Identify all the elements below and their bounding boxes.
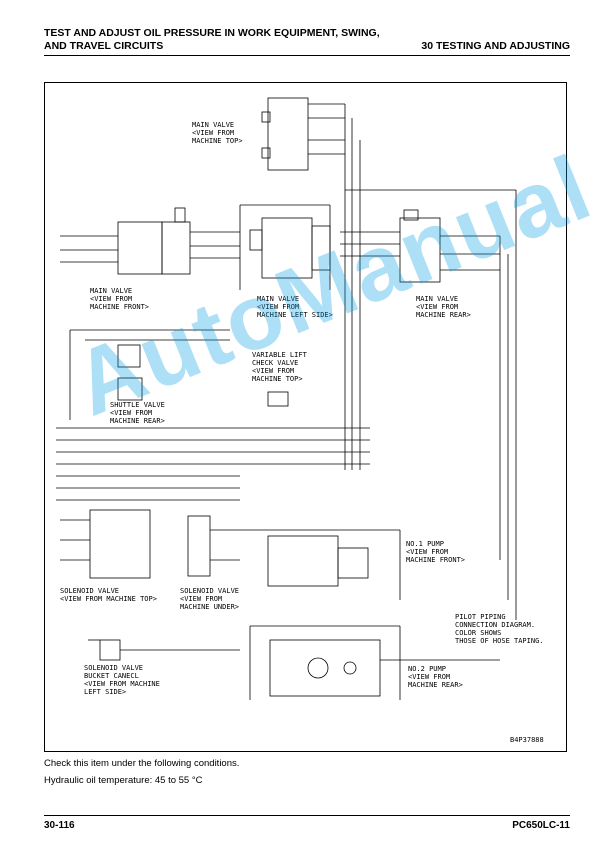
diagram-code: B4P37888 [510, 736, 544, 744]
label-main-left-3: MACHINE LEFT SIDE> [257, 311, 333, 319]
model-name: PC650LC-11 [512, 820, 570, 831]
label-main-front-1: MAIN VALVE [90, 287, 132, 295]
label-shuttle-2: <VIEW FROM [110, 409, 152, 417]
label-sol-bucket-4: LEFT SIDE> [84, 688, 126, 696]
footer-rule [44, 815, 570, 816]
label-sol-top-1: SOLENOID VALVE [60, 587, 119, 595]
label-sol-bucket-1: SOLENOID VALVE [84, 664, 143, 672]
label-var-lift-1: VARIABLE LIFT [252, 351, 308, 359]
label-shuttle-3: MACHINE REAR> [110, 417, 165, 425]
label-main-rear-2: <VIEW FROM [416, 303, 458, 311]
label-pilot-2: CONNECTION DIAGRAM. [455, 621, 535, 629]
label-pump1-1: NO.1 PUMP [406, 540, 444, 548]
header-title-line1: TEST AND ADJUST OIL PRESSURE IN WORK EQU… [44, 27, 380, 39]
header-title-line2: AND TRAVEL CIRCUITS [44, 40, 164, 52]
label-shuttle-1: SHUTTLE VALVE [110, 401, 165, 409]
label-var-lift-2: CHECK VALVE [252, 359, 298, 367]
label-sol-under-3: MACHINE UNDER> [180, 603, 239, 611]
label-main-top-3: MACHINE TOP> [192, 137, 243, 145]
label-sol-under-1: SOLENOID VALVE [180, 587, 239, 595]
note-conditions: Check this item under the following cond… [44, 758, 240, 769]
label-sol-under-2: <VIEW FROM [180, 595, 222, 603]
label-pump1-3: MACHINE FRONT> [406, 556, 465, 564]
header-section: 30 TESTING AND ADJUSTING [421, 40, 570, 52]
label-pump2-2: <VIEW FROM [408, 673, 450, 681]
label-pilot-1: PILOT PIPING [455, 613, 506, 621]
label-main-left-2: <VIEW FROM [257, 303, 299, 311]
page-number: 30-116 [44, 820, 75, 831]
label-var-lift-4: MACHINE TOP> [252, 375, 303, 383]
note-temperature: Hydraulic oil temperature: 45 to 55 °C [44, 775, 203, 786]
label-main-rear-1: MAIN VALVE [416, 295, 458, 303]
label-sol-bucket-2: BUCKET CANECL [84, 672, 139, 680]
label-main-rear-3: MACHINE REAR> [416, 311, 471, 319]
label-pilot-3: COLOR SHOWS [455, 629, 501, 637]
label-pump2-1: NO.2 PUMP [408, 665, 446, 673]
label-pump1-2: <VIEW FROM [406, 548, 448, 556]
label-var-lift-3: <VIEW FROM [252, 367, 294, 375]
label-pump2-3: MACHINE REAR> [408, 681, 463, 689]
diagram-frame [44, 82, 567, 752]
label-main-front-2: <VIEW FROM [90, 295, 132, 303]
label-sol-top-2: <VIEW FROM MACHINE TOP> [60, 595, 157, 603]
label-main-left-1: MAIN VALVE [257, 295, 299, 303]
label-pilot-4: THOSE OF HOSE TAPING. [455, 637, 544, 645]
label-main-front-3: MACHINE FRONT> [90, 303, 149, 311]
label-main-top-2: <VIEW FROM [192, 129, 234, 137]
header-title: TEST AND ADJUST OIL PRESSURE IN WORK EQU… [44, 27, 380, 53]
label-main-top-1: MAIN VALVE [192, 121, 234, 129]
header-rule [44, 55, 570, 56]
label-sol-bucket-3: <VIEW FROM MACHINE [84, 680, 160, 688]
